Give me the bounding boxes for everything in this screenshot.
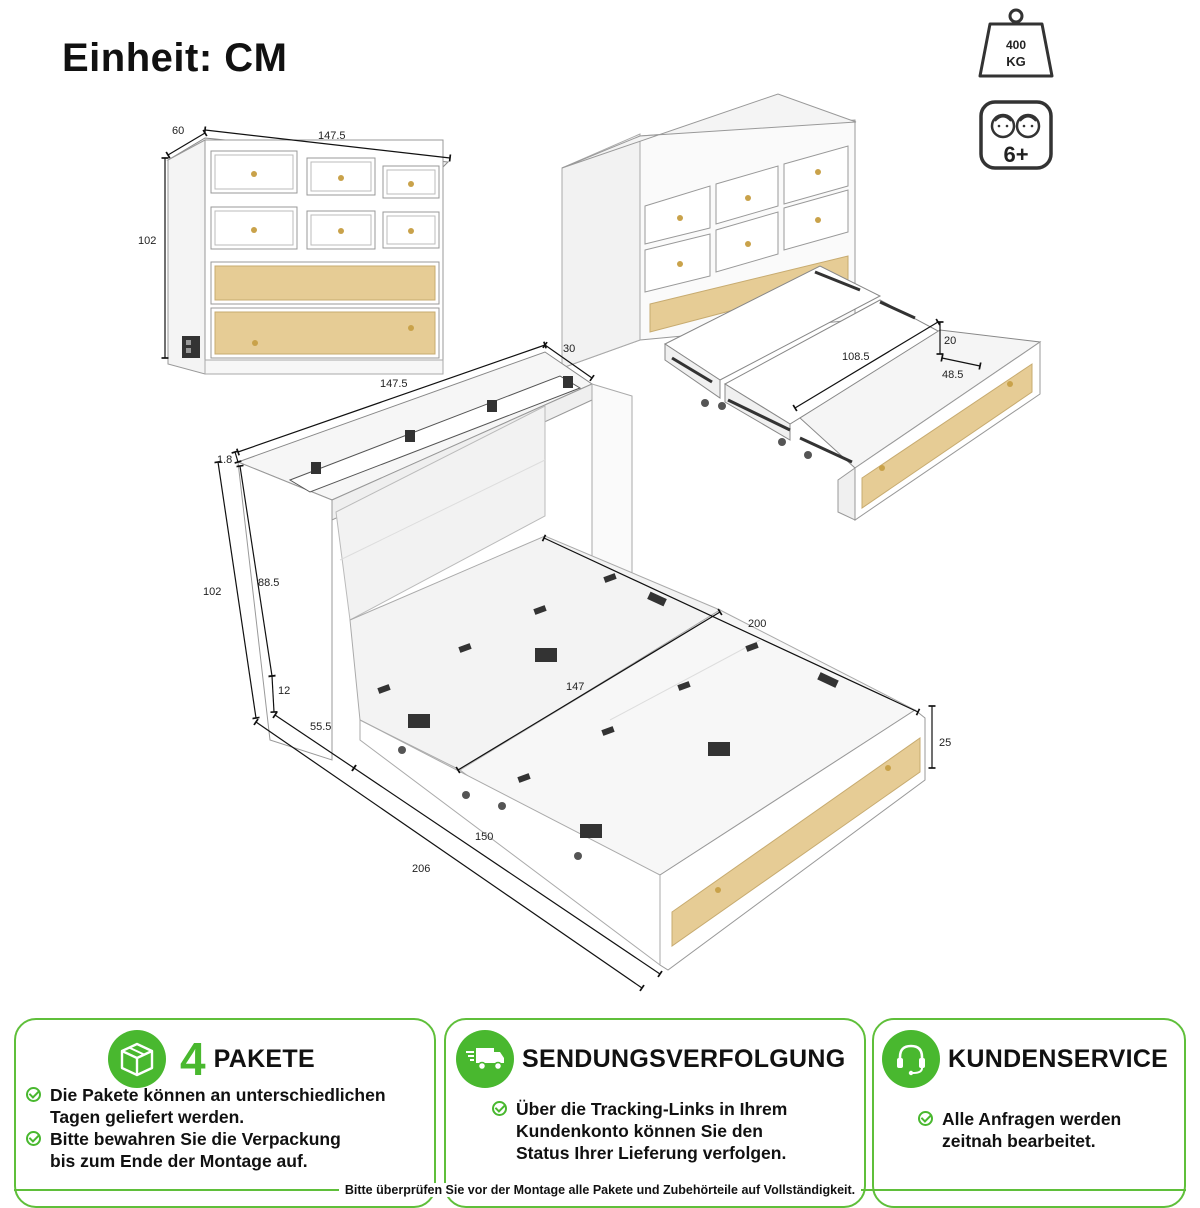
package-count: 4 bbox=[180, 1033, 206, 1085]
dim-dresser-depth: 60 bbox=[172, 125, 184, 137]
open-bed-view bbox=[236, 351, 926, 971]
footer-note: Bitte überprüfen Sie vor der Montage all… bbox=[338, 1183, 862, 1197]
dresser-dimension-lines bbox=[161, 126, 452, 359]
dresser-front-view bbox=[166, 137, 450, 375]
dim-bed-length: 200 bbox=[748, 618, 766, 630]
dim-total-height: 102 bbox=[203, 586, 221, 598]
age-label: 6+ bbox=[1003, 142, 1028, 167]
weight-value: 400 bbox=[1006, 38, 1026, 52]
dim-total-length: 206 bbox=[412, 863, 430, 875]
weight-unit: KG bbox=[1006, 54, 1026, 69]
check-icon bbox=[26, 1087, 41, 1102]
dim-bed-outer-width: 150 bbox=[475, 831, 493, 843]
footer: Bitte überprüfen Sie vor der Montage all… bbox=[0, 1180, 1200, 1200]
age-6-plus-icon: 6+ bbox=[979, 100, 1053, 170]
panel-header: SENDUNGSVERFOLGUNG bbox=[456, 1030, 845, 1088]
dim-base-height: 12 bbox=[278, 685, 290, 697]
dim-drawer-length: 108.5 bbox=[842, 351, 870, 363]
dim-bed-inner-width: 147 bbox=[566, 681, 584, 693]
dim-inner-height: 88.5 bbox=[258, 577, 279, 589]
weight-capacity-icon: 400 KG bbox=[978, 8, 1054, 78]
product-dimension-diagram: 400 KG 6+ bbox=[138, 8, 1054, 992]
drawer-dimension-lines bbox=[792, 318, 982, 412]
dim-dresser-height: 102 bbox=[138, 235, 156, 247]
check-icon bbox=[492, 1101, 507, 1116]
panel-header: 4 PAKETE bbox=[108, 1030, 315, 1088]
panel-header: KUNDENSERVICE bbox=[882, 1030, 1168, 1088]
dim-top-thickness: 1.8 bbox=[217, 454, 232, 466]
dim-cabinet-depth: 30 bbox=[563, 343, 575, 355]
dim-frame-height: 25 bbox=[939, 737, 951, 749]
dim-drawer-width: 48.5 bbox=[942, 369, 963, 381]
bed-dimension-lines bbox=[214, 341, 936, 992]
panel-heading: KUNDENSERVICE bbox=[948, 1044, 1169, 1073]
check-icon bbox=[26, 1131, 41, 1146]
dim-cabinet-width: 147.5 bbox=[380, 378, 408, 390]
panel-heading: SENDUNGSVERFOLGUNG bbox=[522, 1044, 846, 1073]
dim-dresser-width: 147.5 bbox=[318, 130, 346, 142]
delivery-truck-icon bbox=[456, 1030, 514, 1088]
page-title: Einheit: CM bbox=[62, 36, 288, 80]
headset-icon bbox=[882, 1030, 940, 1088]
dresser-drawer-extended-view bbox=[561, 93, 1042, 521]
dim-base-depth: 55.5 bbox=[310, 721, 331, 733]
package-icon bbox=[108, 1030, 166, 1088]
check-icon bbox=[918, 1111, 933, 1126]
dim-drawer-height: 20 bbox=[944, 335, 956, 347]
panel-heading: PAKETE bbox=[213, 1044, 315, 1073]
info-panel-tracking: SENDUNGSVERFOLGUNG Über die Tracking-Lin… bbox=[444, 1018, 866, 1208]
info-panel-packages: 4 PAKETE Die Pakete können an unterschie… bbox=[14, 1018, 436, 1208]
